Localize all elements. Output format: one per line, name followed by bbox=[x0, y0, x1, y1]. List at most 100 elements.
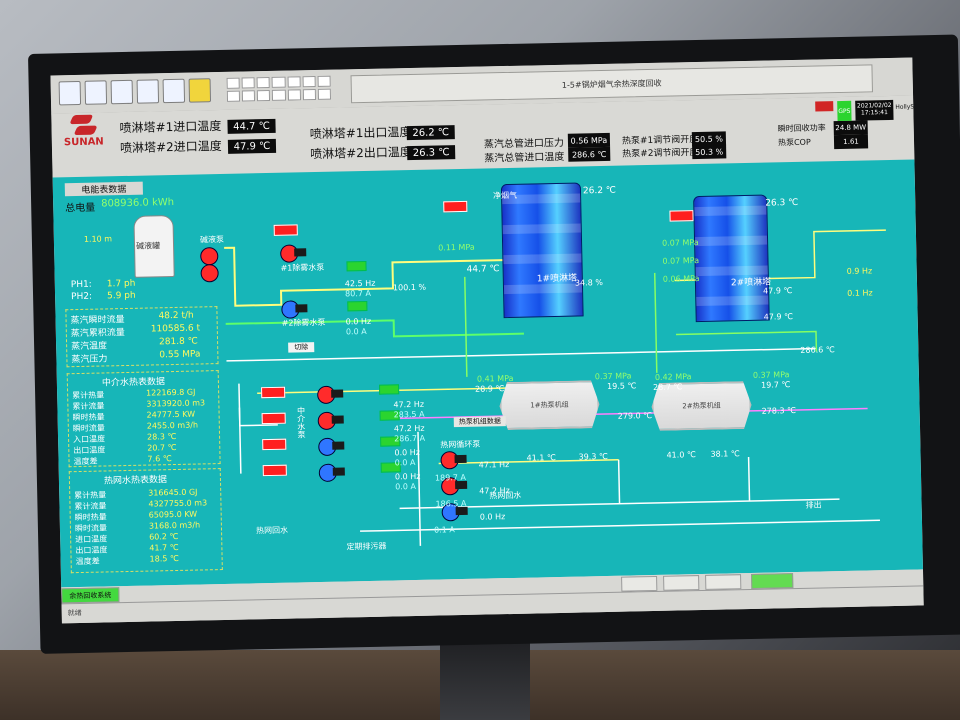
footer-status: 就绪 bbox=[67, 608, 82, 618]
pressure-1: 0.11 MPa bbox=[438, 242, 475, 253]
right-small-4: 286.6 ℃ bbox=[800, 345, 835, 355]
return-amp-a: 189.7 A bbox=[434, 472, 466, 483]
tower-2-top-temp: 26.3 ℃ bbox=[765, 197, 799, 209]
logo-mark-icon bbox=[69, 113, 97, 138]
return-label: 热网回水 bbox=[489, 490, 522, 501]
medium-hz-b: 47.2 Hz bbox=[393, 423, 425, 434]
right-small-1: 0.9 Hz bbox=[846, 266, 873, 276]
tower-1[interactable] bbox=[500, 182, 584, 319]
scada-screen: 1-5#锅炉烟气余热深度回收 SUNAN 喷淋塔#1进口温度 44.7 ℃ 喷淋… bbox=[50, 57, 924, 624]
status-red-2[interactable] bbox=[443, 200, 468, 213]
alarm-indicator bbox=[815, 101, 834, 112]
cop-label: 热泵COP bbox=[777, 137, 811, 148]
hx1-p1: 0.41 MPa bbox=[476, 373, 514, 384]
tower-2-pressure-2: 0.07 MPa bbox=[662, 255, 700, 266]
footer-button-1[interactable] bbox=[621, 575, 658, 592]
pump2-hz: 0.0 Hz bbox=[345, 316, 372, 327]
medium-amp-d: 0.0 A bbox=[395, 481, 416, 492]
medium-red-2[interactable] bbox=[261, 412, 286, 425]
hx1-p2: 0.37 MPa bbox=[594, 371, 632, 382]
medium-pump-2[interactable] bbox=[317, 411, 344, 431]
medium-pump-1[interactable] bbox=[317, 385, 344, 405]
pump2-amp: 0.0 A bbox=[345, 326, 367, 337]
heat-pump-data-button[interactable]: 热泵机组数据 bbox=[453, 416, 506, 428]
hx2-p2: 0.37 MPa bbox=[752, 370, 790, 380]
removal-pump-2[interactable] bbox=[281, 300, 308, 319]
power-value: 24.8 MW bbox=[833, 120, 868, 136]
footer-button-3[interactable] bbox=[705, 574, 742, 590]
return-hz-c: 0.0 Hz bbox=[479, 512, 506, 522]
right-small-3: 47.9 ℃ bbox=[763, 312, 794, 322]
toolbar-button-5[interactable] bbox=[162, 78, 186, 104]
heat-exchanger-1[interactable]: 1#热泵机组 bbox=[499, 380, 600, 430]
status-red-3[interactable] bbox=[669, 210, 694, 222]
tower-1-name: 1#喷淋塔 bbox=[536, 273, 578, 285]
hx2-bottom-1: 41.0 ℃ bbox=[666, 450, 696, 460]
inlet1-label: 喷淋塔#1进口温度 bbox=[119, 118, 222, 136]
monitor-stand bbox=[440, 640, 530, 720]
pump1-amp: 80.7 A bbox=[344, 288, 372, 299]
tower-1-top-temp: 26.2 ℃ bbox=[582, 185, 617, 197]
steam-press-value: 0.56 MPa bbox=[567, 132, 611, 148]
return-pump-1[interactable] bbox=[440, 451, 467, 470]
medium-pump-3[interactable] bbox=[318, 437, 345, 457]
inlet2-label: 喷淋塔#2进口温度 bbox=[119, 138, 222, 156]
hx2-bottom-2: 38.1 ℃ bbox=[710, 449, 740, 459]
process-diagram: 电能表数据 总电量 808936.0 kWh 碱液罐 1.10 m 碱液泵 PH… bbox=[52, 159, 923, 588]
footer-left-button[interactable]: 余热回收系统 bbox=[61, 587, 120, 604]
heat-pump2-value: 50.3 % bbox=[692, 144, 727, 160]
discharge-label: 排出 bbox=[805, 500, 822, 510]
removal-pump-1-state[interactable] bbox=[346, 260, 367, 272]
toolbar-button-3[interactable] bbox=[110, 79, 134, 105]
cop-value: 1.61 bbox=[833, 134, 869, 150]
toolbar-button-4[interactable] bbox=[136, 79, 160, 104]
removal-pump-1[interactable] bbox=[280, 244, 307, 263]
medium-red-1[interactable] bbox=[261, 386, 286, 399]
medium-hz-d: 0.0 Hz bbox=[394, 471, 421, 482]
hx2-p1: 0.42 MPa bbox=[654, 372, 692, 382]
footer-button-4[interactable] bbox=[751, 573, 794, 589]
right-small-2: 0.1 Hz bbox=[847, 288, 873, 298]
clean-flue-label: 净烟气 bbox=[492, 190, 518, 201]
power-label: 瞬时回收功率 bbox=[777, 123, 826, 134]
tower-1-left-temp: 44.7 ℃ bbox=[466, 264, 500, 275]
return-pump-label: 热网循环泵 bbox=[440, 439, 481, 450]
status-red-1[interactable] bbox=[273, 224, 298, 236]
medium-hz-a: 47.2 Hz bbox=[393, 399, 425, 410]
tower-2-pressure-3: 0.06 MPa bbox=[662, 273, 700, 284]
medium-amp-a: 283.5 A bbox=[393, 409, 425, 420]
outlet2-label: 喷淋塔#2出口温度 bbox=[310, 144, 412, 162]
gps-indicator: GPS bbox=[837, 100, 852, 122]
hx2-temp1: 28.7 ℃ bbox=[653, 382, 683, 392]
outlet1-value: 26.2 ℃ bbox=[406, 125, 455, 141]
valve-open: 100.1 % bbox=[392, 282, 427, 293]
footer-button-2[interactable] bbox=[663, 575, 700, 591]
toolbar-button-1[interactable] bbox=[58, 80, 82, 106]
removal-pump-2-state[interactable] bbox=[347, 300, 368, 312]
hx1-temp1: 28.9 ℃ bbox=[475, 384, 505, 394]
medium-amp-c: 0.0 A bbox=[394, 457, 416, 468]
removal-pump-2-label: #2除雾水泵 bbox=[281, 317, 326, 328]
tower-2-left-temp: 47.9 ℃ bbox=[763, 286, 793, 296]
hx1-temp3: 279.0 ℃ bbox=[617, 411, 653, 421]
hx1-bottom-1: 41.1 ℃ bbox=[526, 453, 557, 463]
outlet1-label: 喷淋塔#1出口温度 bbox=[309, 124, 412, 142]
return-amp-c: 0.1 A bbox=[433, 525, 455, 535]
datetime-box: 2021/02/02 17:15:41 bbox=[855, 99, 894, 121]
medium-state-1[interactable] bbox=[379, 384, 400, 395]
folder-icon[interactable] bbox=[188, 78, 212, 103]
heat-pump2-label: 热泵#2调节阀开度 bbox=[622, 147, 699, 160]
return-amp-b: 186.5 A bbox=[435, 498, 467, 509]
medium-pump-label: 中介水泵 bbox=[296, 406, 307, 439]
monitor-bezel: 1-5#锅炉烟气余热深度回收 SUNAN 喷淋塔#1进口温度 44.7 ℃ 喷淋… bbox=[28, 34, 960, 654]
medium-red-4[interactable] bbox=[262, 464, 287, 477]
toolbar-button-2[interactable] bbox=[84, 80, 108, 105]
hx2-temp3: 278.3 ℃ bbox=[761, 405, 797, 416]
tower-2[interactable] bbox=[693, 194, 770, 323]
tower-mid: 34.8 % bbox=[574, 278, 603, 288]
cut-button[interactable]: 切除 bbox=[288, 342, 315, 353]
medium-pump-4[interactable] bbox=[318, 463, 345, 482]
medium-red-3[interactable] bbox=[262, 438, 287, 451]
logo-text: SUNAN bbox=[63, 136, 104, 149]
steam-temp-label: 蒸汽总管进口温度 bbox=[484, 151, 565, 165]
